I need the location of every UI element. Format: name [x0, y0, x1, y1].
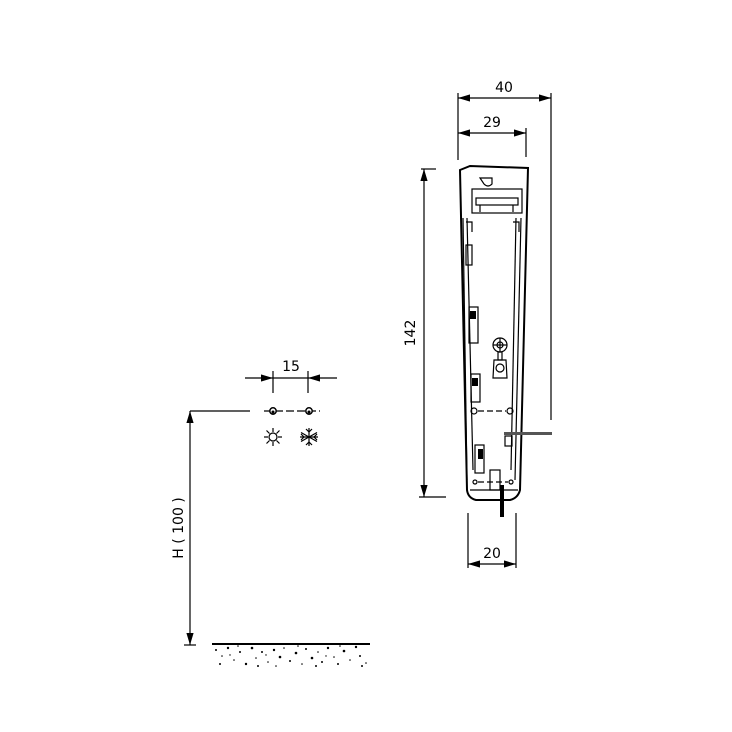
sun-icon	[264, 428, 282, 446]
total-width-label: 40	[495, 80, 513, 96]
dimension-height: 142	[403, 168, 446, 498]
floor-hatch	[212, 643, 370, 667]
dimension-sensor-spacing: 15	[245, 359, 337, 393]
dimension-total-width: 40	[457, 80, 552, 420]
dimension-bottom-width: 20	[467, 513, 517, 568]
bottom-width-label: 20	[483, 546, 501, 562]
pipe-vertical	[500, 485, 504, 517]
dimension-inner-width: 29	[458, 115, 527, 157]
height-label: 142	[403, 320, 419, 347]
snowflake-icon	[300, 428, 318, 446]
inner-width-label: 29	[483, 115, 501, 131]
thermostat-body	[458, 164, 552, 517]
mounting-points	[190, 407, 320, 415]
pipe-horizontal	[504, 432, 552, 435]
dimension-mounting-height: H ( 100 )	[171, 411, 196, 646]
sensor-spacing-label: 15	[282, 359, 300, 375]
sensor-knob	[492, 337, 508, 379]
mounting-height-label: H ( 100 )	[171, 497, 187, 559]
